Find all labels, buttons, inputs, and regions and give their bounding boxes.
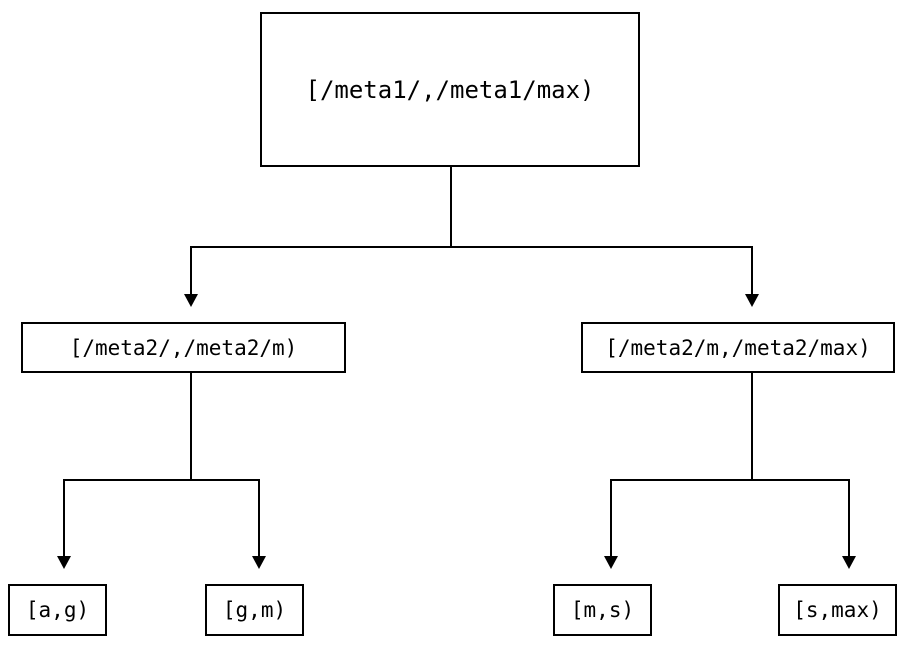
edge-mid-right-stem [751, 373, 753, 480]
node-leaf-a-g: [a,g) [8, 584, 107, 636]
edge-root-to-mid-left [190, 246, 192, 294]
edge-root-to-mid-right [751, 246, 753, 294]
edge-mid-left-bus [63, 479, 260, 481]
edge-root-bus [190, 246, 753, 248]
edge-mid-left-stem [190, 373, 192, 480]
arrowhead-down-icon [57, 556, 71, 569]
node-leaf-s-max: [s,max) [778, 584, 897, 636]
edge-mid-right-to-leaf-4 [848, 479, 850, 556]
arrowhead-down-icon [745, 294, 759, 307]
edge-mid-left-to-leaf-2 [258, 479, 260, 556]
node-leaf-m-s: [m,s) [553, 584, 652, 636]
arrowhead-down-icon [604, 556, 618, 569]
arrowhead-down-icon [184, 294, 198, 307]
node-leaf-g-m: [g,m) [205, 584, 304, 636]
node-mid-left: [/meta2/,/meta2/m) [21, 322, 346, 373]
edge-mid-right-to-leaf-3 [610, 479, 612, 556]
node-mid-right: [/meta2/m,/meta2/max) [581, 322, 895, 373]
edge-mid-right-bus [610, 479, 850, 481]
edge-root-stem [450, 167, 452, 247]
arrowhead-down-icon [842, 556, 856, 569]
node-root: [/meta1/,/meta1/max) [260, 12, 640, 167]
arrowhead-down-icon [252, 556, 266, 569]
edge-mid-left-to-leaf-1 [63, 479, 65, 556]
